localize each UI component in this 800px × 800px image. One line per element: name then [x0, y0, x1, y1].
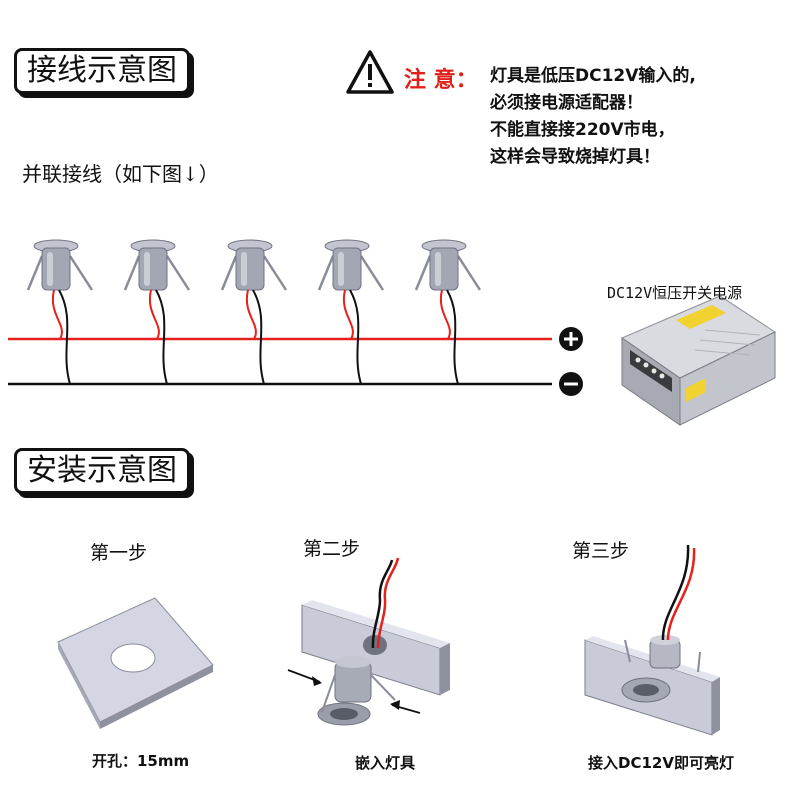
power-supply-icon — [620, 295, 777, 426]
step1-caption: 开孔：15mm — [92, 752, 190, 770]
led-lamp-icon — [123, 239, 191, 385]
led-lamp-icon — [26, 239, 94, 385]
led-lamp-icon — [414, 239, 482, 385]
wiring-section-title: 接线示意图 — [14, 48, 190, 94]
warning-line: 这样会导致烧掉灯具！ — [490, 147, 660, 167]
led-lamp-icon — [220, 239, 288, 385]
positive-terminal-icon — [559, 327, 583, 351]
step3-finished-icon — [584, 544, 720, 736]
warning-text: 灯具是低压DC12V输入的, 必须接电源适配器！ 不能直接接220V市电， 这样… — [490, 63, 696, 171]
step2-install-icon — [287, 557, 450, 726]
step3-caption: 接入DC12V即可亮灯 — [588, 754, 734, 772]
wiring-subtitle: 并联接线（如下图↓） — [22, 162, 219, 186]
warning-title: 注 意： — [404, 68, 478, 93]
warning-line: 灯具是低压DC12V输入的, — [490, 66, 696, 86]
warning-line: 必须接电源适配器！ — [490, 93, 643, 113]
step1-label: 第一步 — [90, 542, 148, 564]
install-section-title: 安装示意图 — [14, 448, 190, 494]
step2-caption: 嵌入灯具 — [355, 754, 416, 772]
warning-triangle-icon — [346, 50, 394, 94]
step1-plate-icon — [57, 597, 214, 729]
led-lamp-icon — [317, 239, 385, 385]
lamp-group — [26, 239, 482, 385]
step2-label: 第二步 — [303, 538, 361, 560]
step3-label: 第三步 — [572, 540, 630, 562]
power-supply-label: DC12V恒压开关电源 — [607, 284, 743, 302]
warning-line: 不能直接接220V市电， — [490, 120, 675, 140]
negative-terminal-icon — [559, 372, 583, 396]
